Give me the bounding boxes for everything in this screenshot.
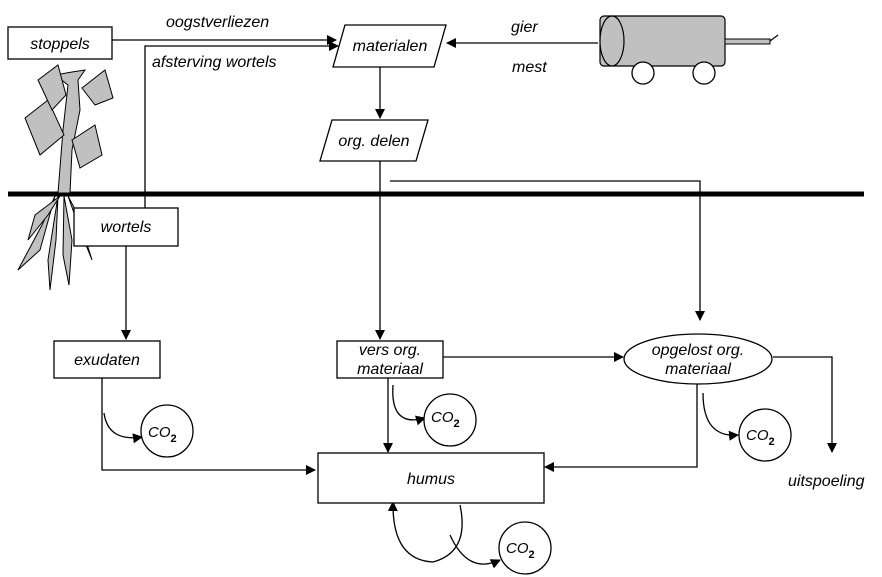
svg-text:CO2: CO2 [431,409,460,430]
opgelost-label-line1: opgelost org. [652,342,745,359]
org-delen-node [319,119,429,162]
oogstverliezen-label: oogstverliezen [166,14,269,31]
uitspoeling-label: uitspoeling [788,473,865,490]
vers-org-label-line2: materiaal [357,361,423,378]
svg-text:CO2: CO2 [148,424,177,445]
afsterving-wortels-label: afsterving wortels [152,54,277,71]
materialen-label: materialen [353,38,428,55]
co2-circle: CO2 [498,521,552,575]
svg-text:CO2: CO2 [746,427,775,448]
org-delen-label: org. delen [338,133,409,150]
gier-label: gier [511,19,538,36]
opgelost-org-materiaal-node [623,333,773,385]
wortels-label: wortels [101,219,152,236]
stoppels-label: stoppels [30,36,90,53]
vers-org-materiaal-box [336,340,444,379]
exudaten-label: exudaten [74,352,140,369]
humus-label: humus [407,471,455,488]
vers-org-label-line1: vers org. [359,342,421,359]
manure-wagon-illustration [599,15,779,85]
materialen-node [332,24,447,68]
mest-label: mest [512,59,547,76]
plant-illustration [17,64,114,291]
co2-circle: CO2 [738,408,792,462]
humus-box [317,452,545,504]
co2-circle: CO2 [140,404,194,458]
co2-circle: CO2 [423,393,477,447]
flow-arrows [101,35,837,569]
exudaten-box [53,340,161,379]
wortels-box [73,207,179,247]
svg-text:CO2: CO2 [506,540,535,561]
stoppels-box [7,26,113,60]
opgelost-label-line2: materiaal [665,361,731,378]
